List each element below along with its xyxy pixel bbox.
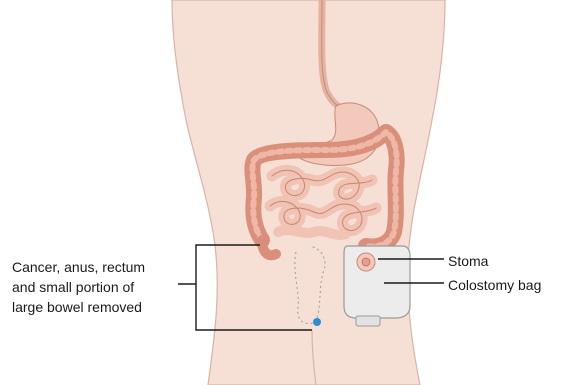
stoma xyxy=(357,253,375,271)
colostomy-bag xyxy=(344,246,410,326)
removed-label-line-1: Cancer, anus, rectum xyxy=(12,257,145,277)
stoma-label: Stoma xyxy=(448,251,488,271)
colostomy-bag-label: Colostomy bag xyxy=(448,275,541,295)
removed-label-line-2: and small portion of xyxy=(12,277,145,297)
removed-site-marker xyxy=(313,318,321,326)
removed-label-line-3: large bowel removed xyxy=(12,297,145,317)
removed-label: Cancer, anus, rectum and small portion o… xyxy=(12,257,145,317)
